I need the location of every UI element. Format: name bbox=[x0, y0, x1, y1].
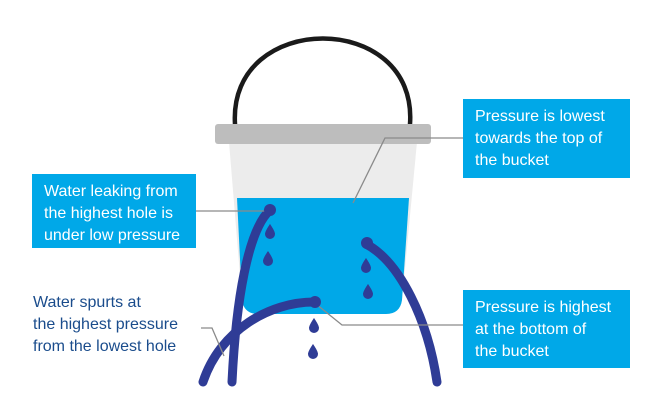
label-line: Water spurts at bbox=[33, 294, 141, 311]
leader-lines bbox=[196, 137, 463, 357]
water-drop-icon bbox=[363, 284, 373, 299]
stream-upper-left bbox=[227, 205, 275, 387]
water-drop-icon bbox=[309, 318, 319, 333]
stream-right bbox=[361, 239, 442, 387]
water-fill bbox=[237, 198, 409, 314]
callout-pressure-highest: Pressure is highest at the bottom of the… bbox=[463, 290, 630, 368]
leader-pressure-lowest bbox=[352, 137, 463, 204]
water-drop-icon bbox=[361, 258, 371, 273]
hole-right bbox=[361, 237, 373, 249]
water-drop-icon bbox=[308, 344, 318, 359]
holes-group bbox=[264, 204, 373, 308]
callout-line: Pressure is highest bbox=[475, 299, 612, 316]
label-line: from the lowest hole bbox=[33, 338, 177, 355]
callout-line: at the bottom of bbox=[475, 321, 587, 338]
hole-lowest bbox=[309, 296, 321, 308]
callout-low-pressure-hole: Water leaking from the highest hole is u… bbox=[32, 174, 196, 248]
bucket-rim bbox=[215, 124, 431, 144]
callout-line: the highest hole is bbox=[44, 205, 173, 222]
callout-pressure-lowest: Pressure is lowest towards the top of th… bbox=[463, 99, 630, 178]
callout-line: the bucket bbox=[475, 152, 549, 169]
leader-high-pressure-spurt bbox=[201, 327, 225, 357]
water-drop-icon bbox=[263, 251, 273, 266]
label-high-pressure-spurt: Water spurts at the highest pressure fro… bbox=[33, 292, 178, 358]
callout-line: towards the top of bbox=[475, 130, 603, 147]
callout-line: Pressure is lowest bbox=[475, 108, 605, 125]
water-drop-icon bbox=[265, 224, 275, 239]
callout-line: Water leaking from bbox=[44, 183, 178, 200]
callout-line: the bucket bbox=[475, 343, 549, 360]
stream-lowest-hole bbox=[198, 297, 319, 387]
drops-group bbox=[263, 224, 373, 359]
label-line: the highest pressure bbox=[33, 316, 178, 333]
hole-upper-left bbox=[264, 204, 276, 216]
leader-pressure-highest bbox=[315, 303, 463, 326]
callout-line: under low pressure bbox=[44, 227, 181, 244]
handle-icon bbox=[232, 36, 413, 127]
